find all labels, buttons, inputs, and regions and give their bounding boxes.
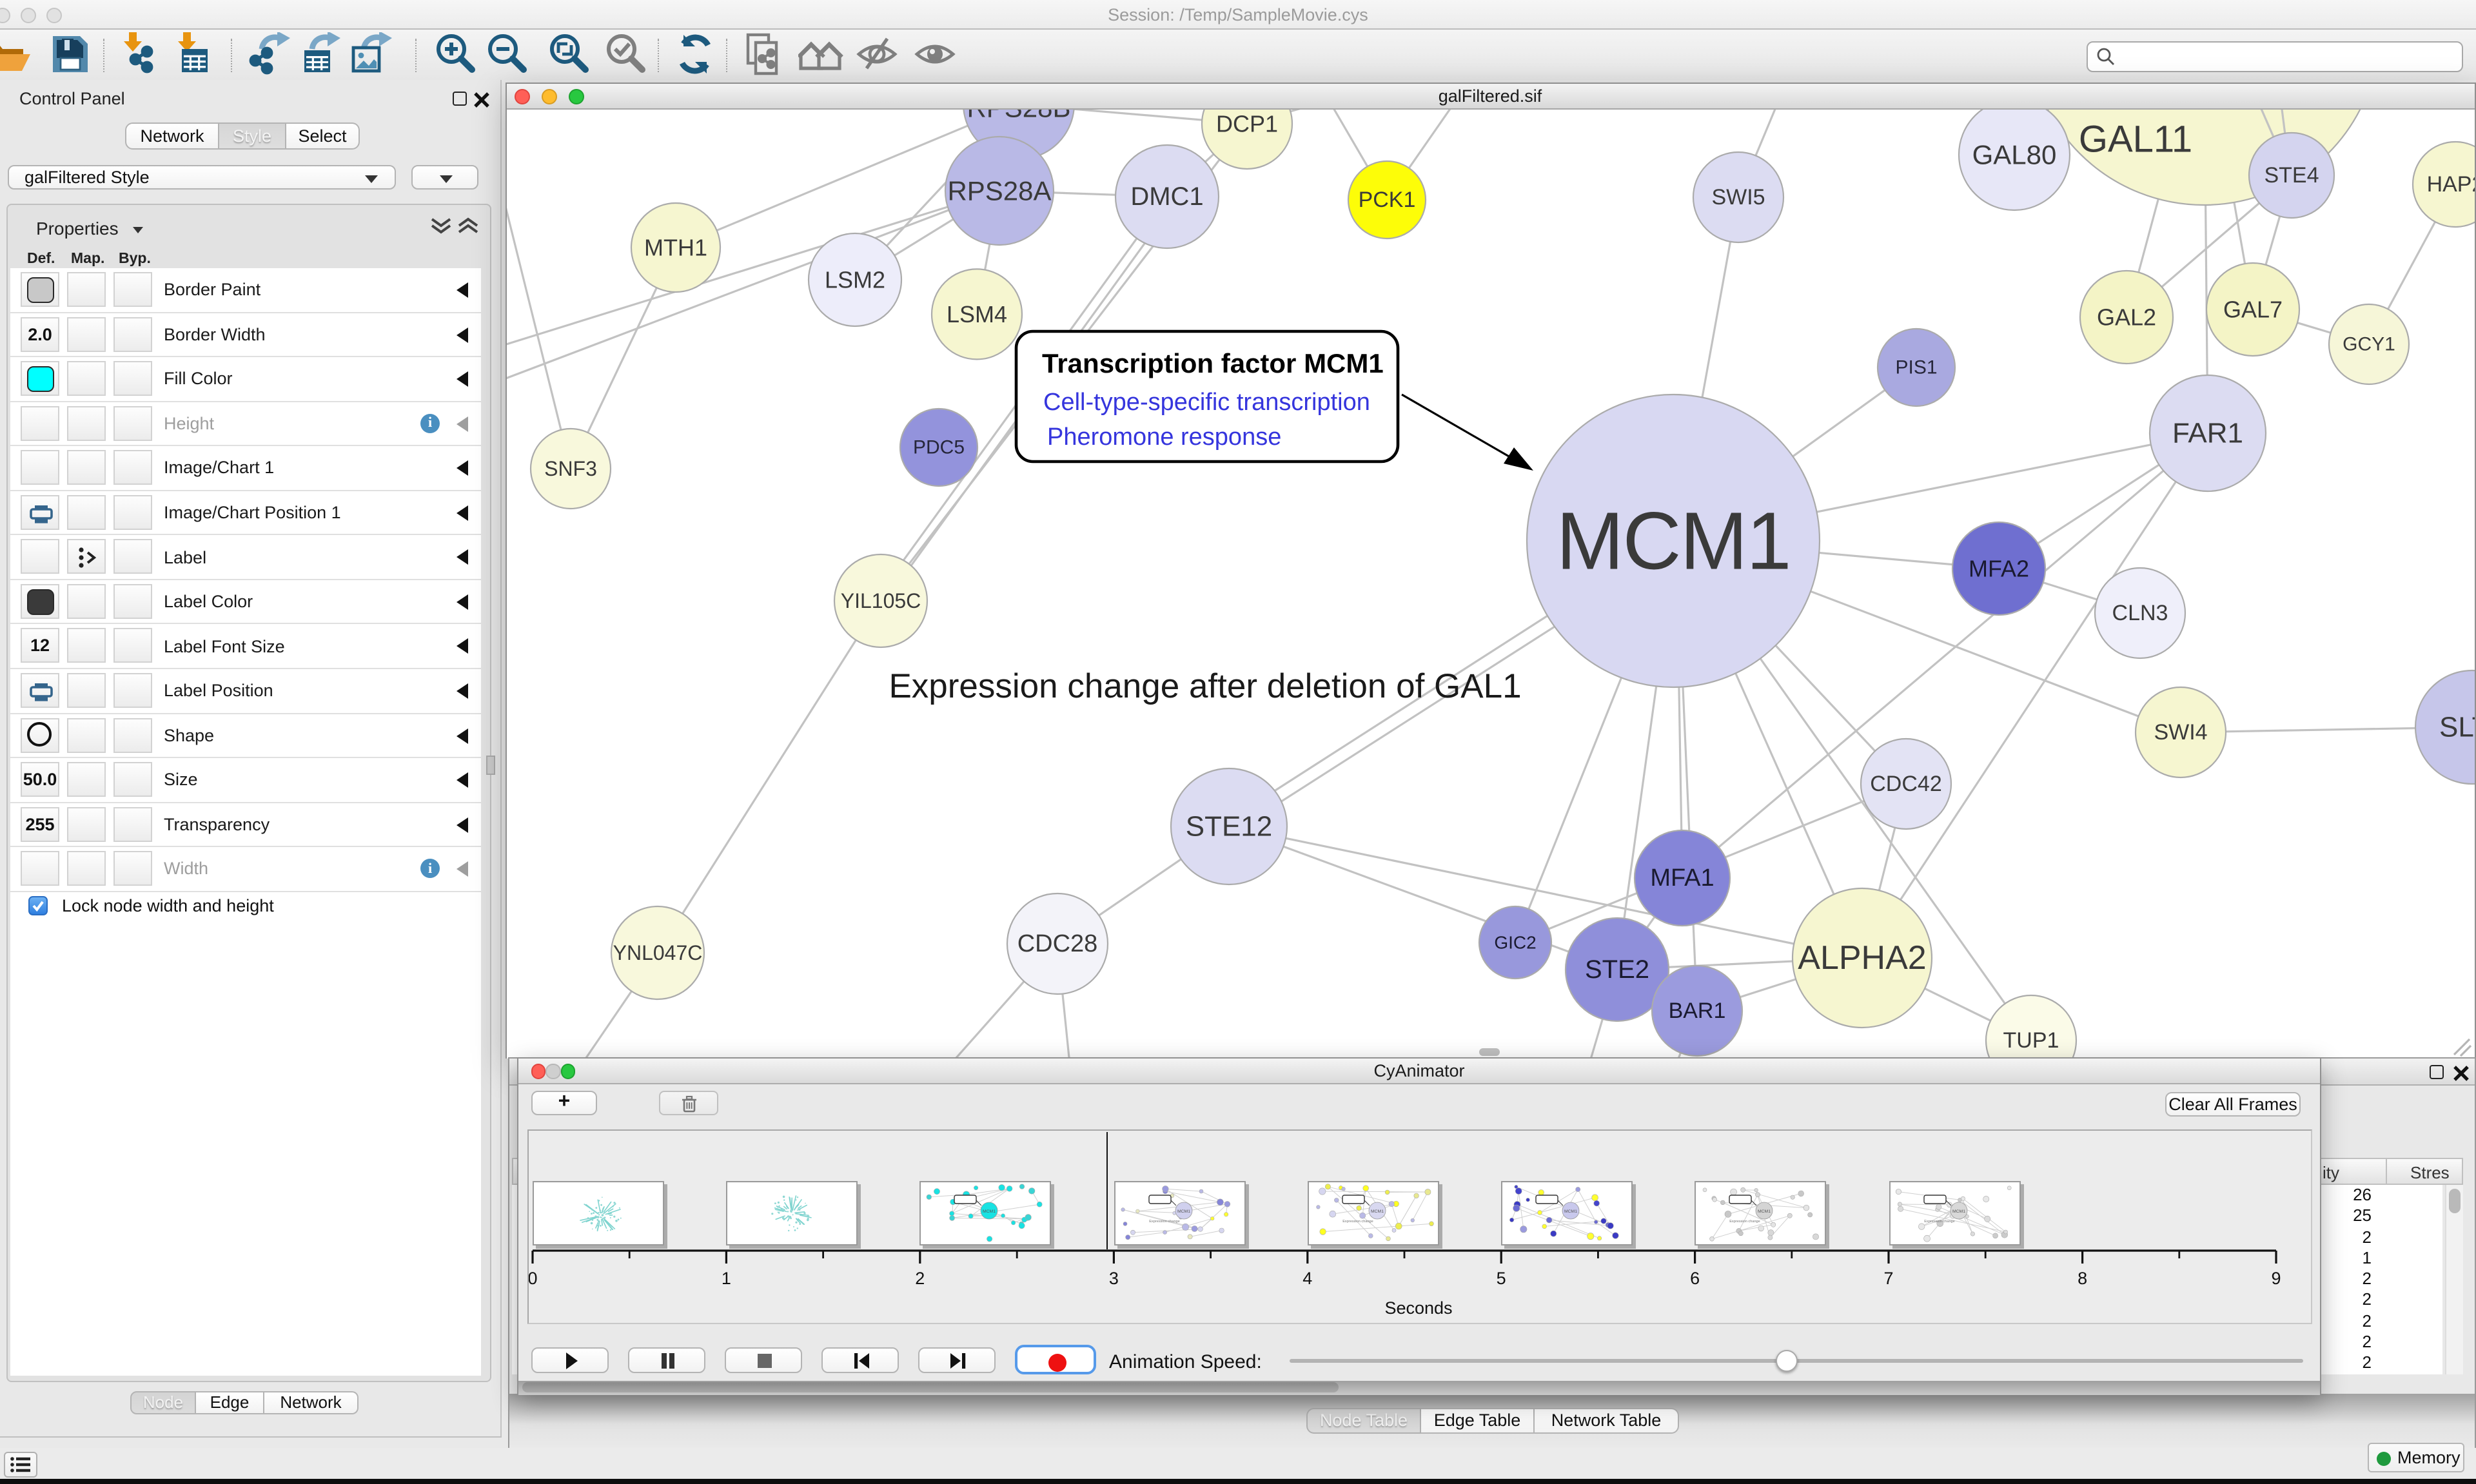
svg-text:MFA1: MFA1 [1649,864,1713,892]
svg-text:GCY1: GCY1 [2342,334,2395,355]
svg-text:8: 8 [2078,1269,2087,1288]
svg-text:RPS28B: RPS28B [966,110,1070,123]
svg-text:MCM1: MCM1 [983,1209,996,1214]
svg-text:5: 5 [1497,1269,1506,1288]
svg-text:CDC28: CDC28 [1017,930,1097,957]
svg-text:MCM1: MCM1 [1952,1209,1965,1214]
svg-text:MCM1: MCM1 [1564,1209,1577,1214]
svg-text:MCM1: MCM1 [1177,1209,1190,1214]
svg-text:DMC1: DMC1 [1130,182,1203,211]
svg-text:2: 2 [915,1269,925,1288]
svg-text:STE12: STE12 [1185,811,1272,843]
svg-text:PIS1: PIS1 [1894,357,1936,378]
svg-text:Expression change: Expression change [1730,1220,1761,1224]
svg-text:Expression change: Expression change [1923,1220,1954,1224]
svg-text:BAR1: BAR1 [1668,999,1725,1023]
svg-text:Expression change: Expression change [1342,1220,1373,1224]
svg-text:CDC42: CDC42 [1869,772,1941,796]
svg-text:GAL7: GAL7 [2223,297,2282,323]
svg-text:MCM1: MCM1 [1371,1209,1384,1214]
svg-text:RPS28A: RPS28A [947,176,1050,206]
svg-text:MCM1: MCM1 [1556,496,1790,587]
svg-text:3: 3 [1109,1269,1119,1288]
svg-text:7: 7 [1883,1269,1893,1288]
svg-text:DCP1: DCP1 [1215,111,1277,137]
svg-text:PDC5: PDC5 [912,437,964,458]
svg-text:STE2: STE2 [1584,955,1649,984]
svg-text:1: 1 [722,1269,731,1288]
svg-text:PCK1: PCK1 [1358,188,1415,212]
svg-text:4: 4 [1302,1269,1312,1288]
svg-text:Seconds: Seconds [1384,1298,1452,1318]
svg-text:Cell-type-specific transcripti: Cell-type-specific transcription [1043,389,1370,416]
svg-text:LSM4: LSM4 [946,301,1007,327]
svg-text:YNL047C: YNL047C [613,941,702,964]
svg-text:Pheromone response: Pheromone response [1046,424,1281,451]
svg-text:SNF3: SNF3 [544,457,596,480]
svg-text:6: 6 [1690,1269,1700,1288]
svg-text:Expression change after deleti: Expression change after deletion of GAL1 [888,667,1520,705]
svg-text:0: 0 [529,1269,538,1288]
svg-text:9: 9 [2271,1269,2281,1288]
svg-text:SWI5: SWI5 [1711,185,1764,210]
svg-text:HAP2: HAP2 [2426,172,2474,197]
svg-text:Transcription factor MCM1: Transcription factor MCM1 [1041,348,1383,378]
svg-text:GAL2: GAL2 [2096,304,2156,331]
svg-text:MCM1: MCM1 [1758,1209,1771,1214]
svg-text:MTH1: MTH1 [644,235,707,261]
svg-text:LSM2: LSM2 [824,267,885,293]
svg-text:YIL105C: YIL105C [840,589,921,612]
svg-text:GAL80: GAL80 [1972,140,2056,170]
svg-text:GIC2: GIC2 [1493,933,1535,953]
svg-text:SLT2: SLT2 [2439,712,2474,743]
svg-text:SWI4: SWI4 [2153,720,2206,745]
svg-text:GAL11: GAL11 [2078,119,2192,161]
svg-text:CLN3: CLN3 [2112,601,2168,625]
svg-text:Expression change: Expression change [1149,1220,1180,1224]
svg-text:STE4: STE4 [2263,163,2318,188]
svg-text:FAR1: FAR1 [2172,418,2243,449]
svg-text:MFA2: MFA2 [1968,556,2029,582]
svg-text:TUP1: TUP1 [2003,1028,2059,1053]
svg-text:ALPHA2: ALPHA2 [1797,939,1925,977]
